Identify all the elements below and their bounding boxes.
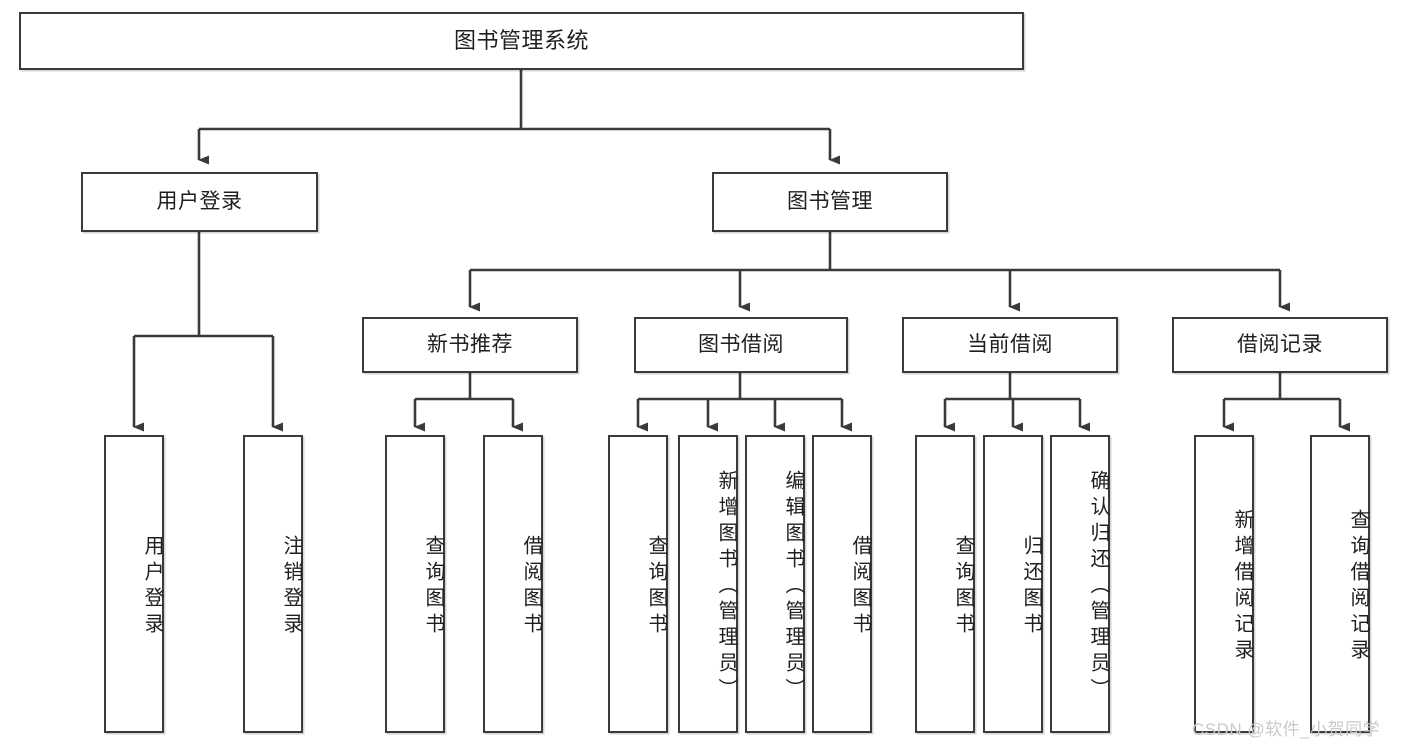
leaf-current-query-book[interactable]: 查询图书: [915, 435, 975, 733]
leaf-recommend-query-book[interactable]: 查询图书: [385, 435, 445, 733]
leaf-user-login-signout[interactable]: 注销登录: [243, 435, 303, 733]
node-root-system[interactable]: 图书管理系统: [19, 12, 1024, 70]
node-current-borrow[interactable]: 当前借阅: [902, 317, 1118, 373]
leaf-record-add-borrow-record[interactable]: 新增借阅记录: [1194, 435, 1254, 733]
leaf-recommend-borrow-book[interactable]: 借阅图书: [483, 435, 543, 733]
leaf-current-return-book[interactable]: 归还图书: [983, 435, 1043, 733]
node-user-login[interactable]: 用户登录: [81, 172, 318, 232]
leaf-borrow-borrow-book[interactable]: 借阅图书: [812, 435, 872, 733]
csdn-watermark: CSDN @软件_小贺同学: [1192, 720, 1381, 739]
leaf-record-query-borrow-record[interactable]: 查询借阅记录: [1310, 435, 1370, 733]
node-book-management[interactable]: 图书管理: [712, 172, 948, 232]
leaf-current-confirm-return-admin[interactable]: 确认归还（管理员）: [1050, 435, 1110, 733]
leaf-user-login-signin[interactable]: 用户登录: [104, 435, 164, 733]
leaf-borrow-edit-book-admin[interactable]: 编辑图书（管理员）: [745, 435, 805, 733]
node-new-book-recommend[interactable]: 新书推荐: [362, 317, 578, 373]
leaf-borrow-query-book[interactable]: 查询图书: [608, 435, 668, 733]
node-book-borrow[interactable]: 图书借阅: [634, 317, 848, 373]
node-borrow-record[interactable]: 借阅记录: [1172, 317, 1388, 373]
leaf-borrow-add-book-admin[interactable]: 新增图书（管理员）: [678, 435, 738, 733]
